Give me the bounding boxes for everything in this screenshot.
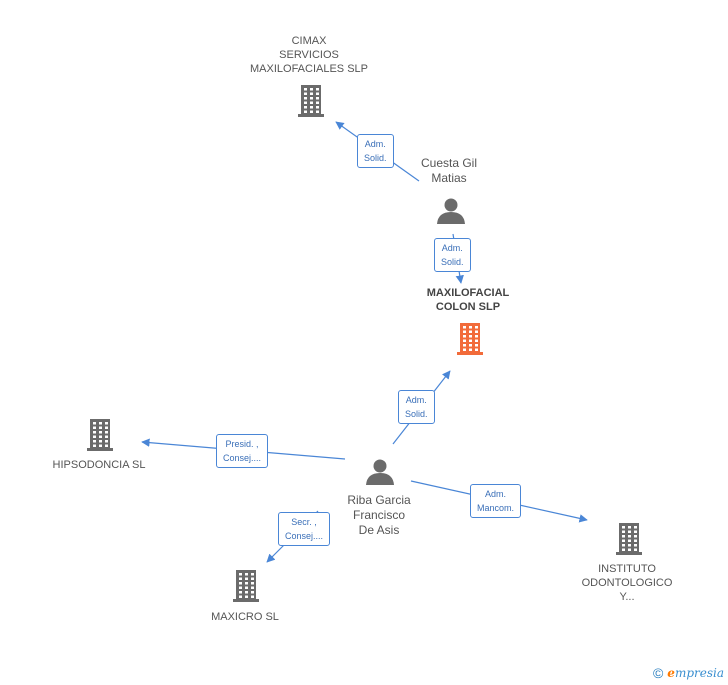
building-icon-cimax[interactable] xyxy=(298,85,324,117)
edge-label-line: Consej.... xyxy=(223,453,262,463)
edge-label-line: Mancom. xyxy=(477,503,515,513)
node-label-line: Riba Garcia xyxy=(347,493,411,507)
node-label-line: HIPSODONCIA SL xyxy=(52,459,146,471)
edge-label-cuesta-to-cimax[interactable]: Adm. Solid. xyxy=(357,134,394,168)
node-label-instituto[interactable]: INSTITUTO ODONTOLOGICO Y... xyxy=(582,562,673,604)
node-label-cimax[interactable]: CIMAX SERVICIOS MAXILOFACIALES SLP xyxy=(250,34,368,76)
edge-label-riba-to-instituto[interactable]: Adm. Mancom. xyxy=(470,484,522,518)
edge-label-cuesta-to-maxilofacial[interactable]: Adm. Solid. xyxy=(434,238,471,272)
edge-label-line: Secr. , xyxy=(291,517,317,527)
node-label-line: Francisco xyxy=(352,508,406,522)
edge-label-line: Consej.... xyxy=(285,531,324,541)
node-label-line: Cuesta Gil xyxy=(420,156,478,170)
edge-label-line: Solid. xyxy=(364,153,387,163)
edge-label-line: Adm. xyxy=(441,243,463,253)
node-label-line: MAXILOFACIAL xyxy=(426,287,510,299)
node-label-line: COLON SLP xyxy=(435,301,501,313)
node-label-line: Matias xyxy=(431,171,467,185)
edge-label-riba-to-maxilofacial[interactable]: Adm. Solid. xyxy=(398,390,435,424)
edge-label-line: Solid. xyxy=(405,409,428,419)
edge-label-riba-to-hipsodoncia[interactable]: Presid. , Consej.... xyxy=(216,434,269,468)
edge-label-riba-to-maxicro[interactable]: Secr. , Consej.... xyxy=(278,512,331,546)
empresia-logo: empresia xyxy=(667,666,724,680)
node-label-hipsodoncia[interactable]: HIPSODONCIA SL xyxy=(53,458,146,472)
building-icon-instituto[interactable] xyxy=(616,523,642,555)
node-label-maxicro[interactable]: MAXICRO SL xyxy=(211,610,279,624)
edge-label-line: Presid. , xyxy=(225,439,259,449)
node-label-line: MAXICRO SL xyxy=(211,611,279,623)
footer-brand[interactable]: © empresia xyxy=(653,665,724,681)
building-icon-hipsodoncia[interactable] xyxy=(87,419,113,451)
building-icon-maxicro[interactable] xyxy=(233,570,259,602)
person-icon-cuesta[interactable] xyxy=(437,198,465,225)
edge-label-line: Solid. xyxy=(441,257,464,267)
node-label-line: MAXILOFACIALES SLP xyxy=(250,63,368,75)
node-label-line: Y... xyxy=(619,591,635,603)
node-label-maxilofacial[interactable]: MAXILOFACIAL COLON SLP xyxy=(427,286,510,314)
node-label-line: ODONTOLOGICO xyxy=(581,577,673,589)
edge-label-line: Adm. xyxy=(405,395,427,405)
edge-label-line: Adm. xyxy=(364,139,386,149)
node-label-line: SERVICIOS xyxy=(279,49,339,61)
node-label-line: CIMAX xyxy=(291,35,327,47)
node-label-line: De Asis xyxy=(358,523,400,537)
edge-label-line: Adm. xyxy=(485,489,507,499)
copyright-icon: © xyxy=(652,665,664,681)
node-label-line: INSTITUTO xyxy=(598,563,656,575)
person-icon-riba[interactable] xyxy=(366,459,394,486)
building-icon-maxilofacial[interactable] xyxy=(457,323,483,355)
